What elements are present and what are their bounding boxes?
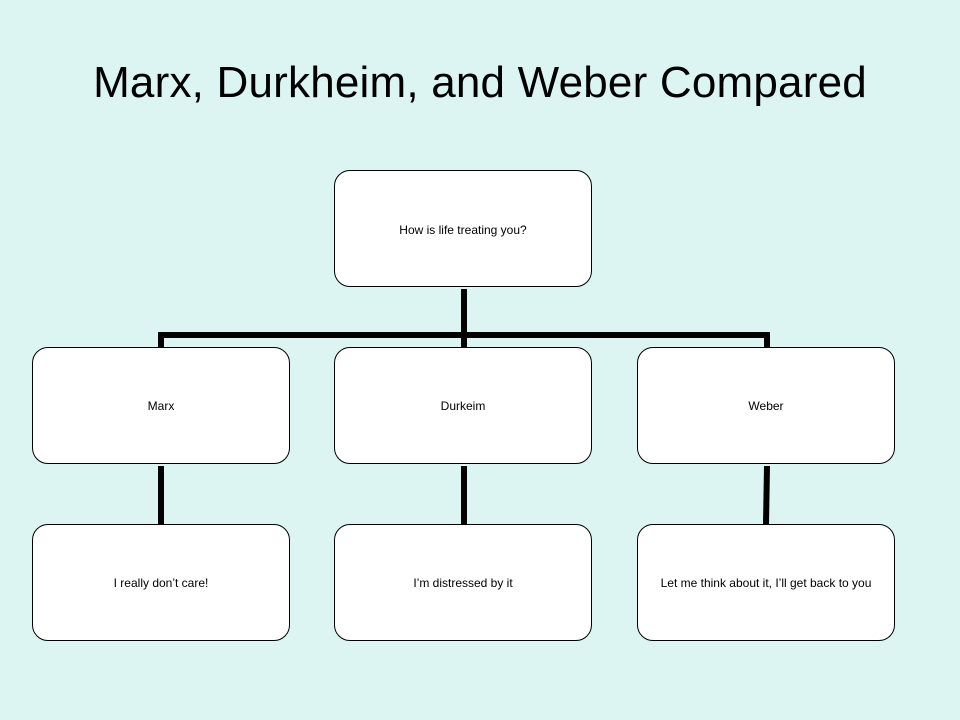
root-node-label: How is life treating you? xyxy=(399,223,527,237)
leaf-node-durkeim: I’m distressed by it xyxy=(334,524,592,641)
branch-node-label: Marx xyxy=(147,399,175,413)
leaf-node-weber: Let me think about it, I’ll get back to … xyxy=(637,524,895,641)
root-node: How is life treating you? xyxy=(334,170,592,287)
branch-node-durkeim: Durkeim xyxy=(334,347,592,464)
leaf-node-label: I’m distressed by it xyxy=(413,575,513,590)
leaf-node-label: I really don’t care! xyxy=(113,575,209,590)
leaf-line-weber xyxy=(763,465,770,525)
leaf-node-marx: I really don’t care! xyxy=(32,524,290,641)
slide-title: Marx, Durkheim, and Weber Compared xyxy=(93,58,867,107)
branch-node-weber: Weber xyxy=(637,347,895,464)
branch-node-label: Weber xyxy=(748,399,784,413)
branch-node-label: Durkeim xyxy=(440,399,486,413)
branch-node-marx: Marx xyxy=(32,347,290,464)
leaf-node-label: Let me think about it, I’ll get back to … xyxy=(660,575,872,590)
